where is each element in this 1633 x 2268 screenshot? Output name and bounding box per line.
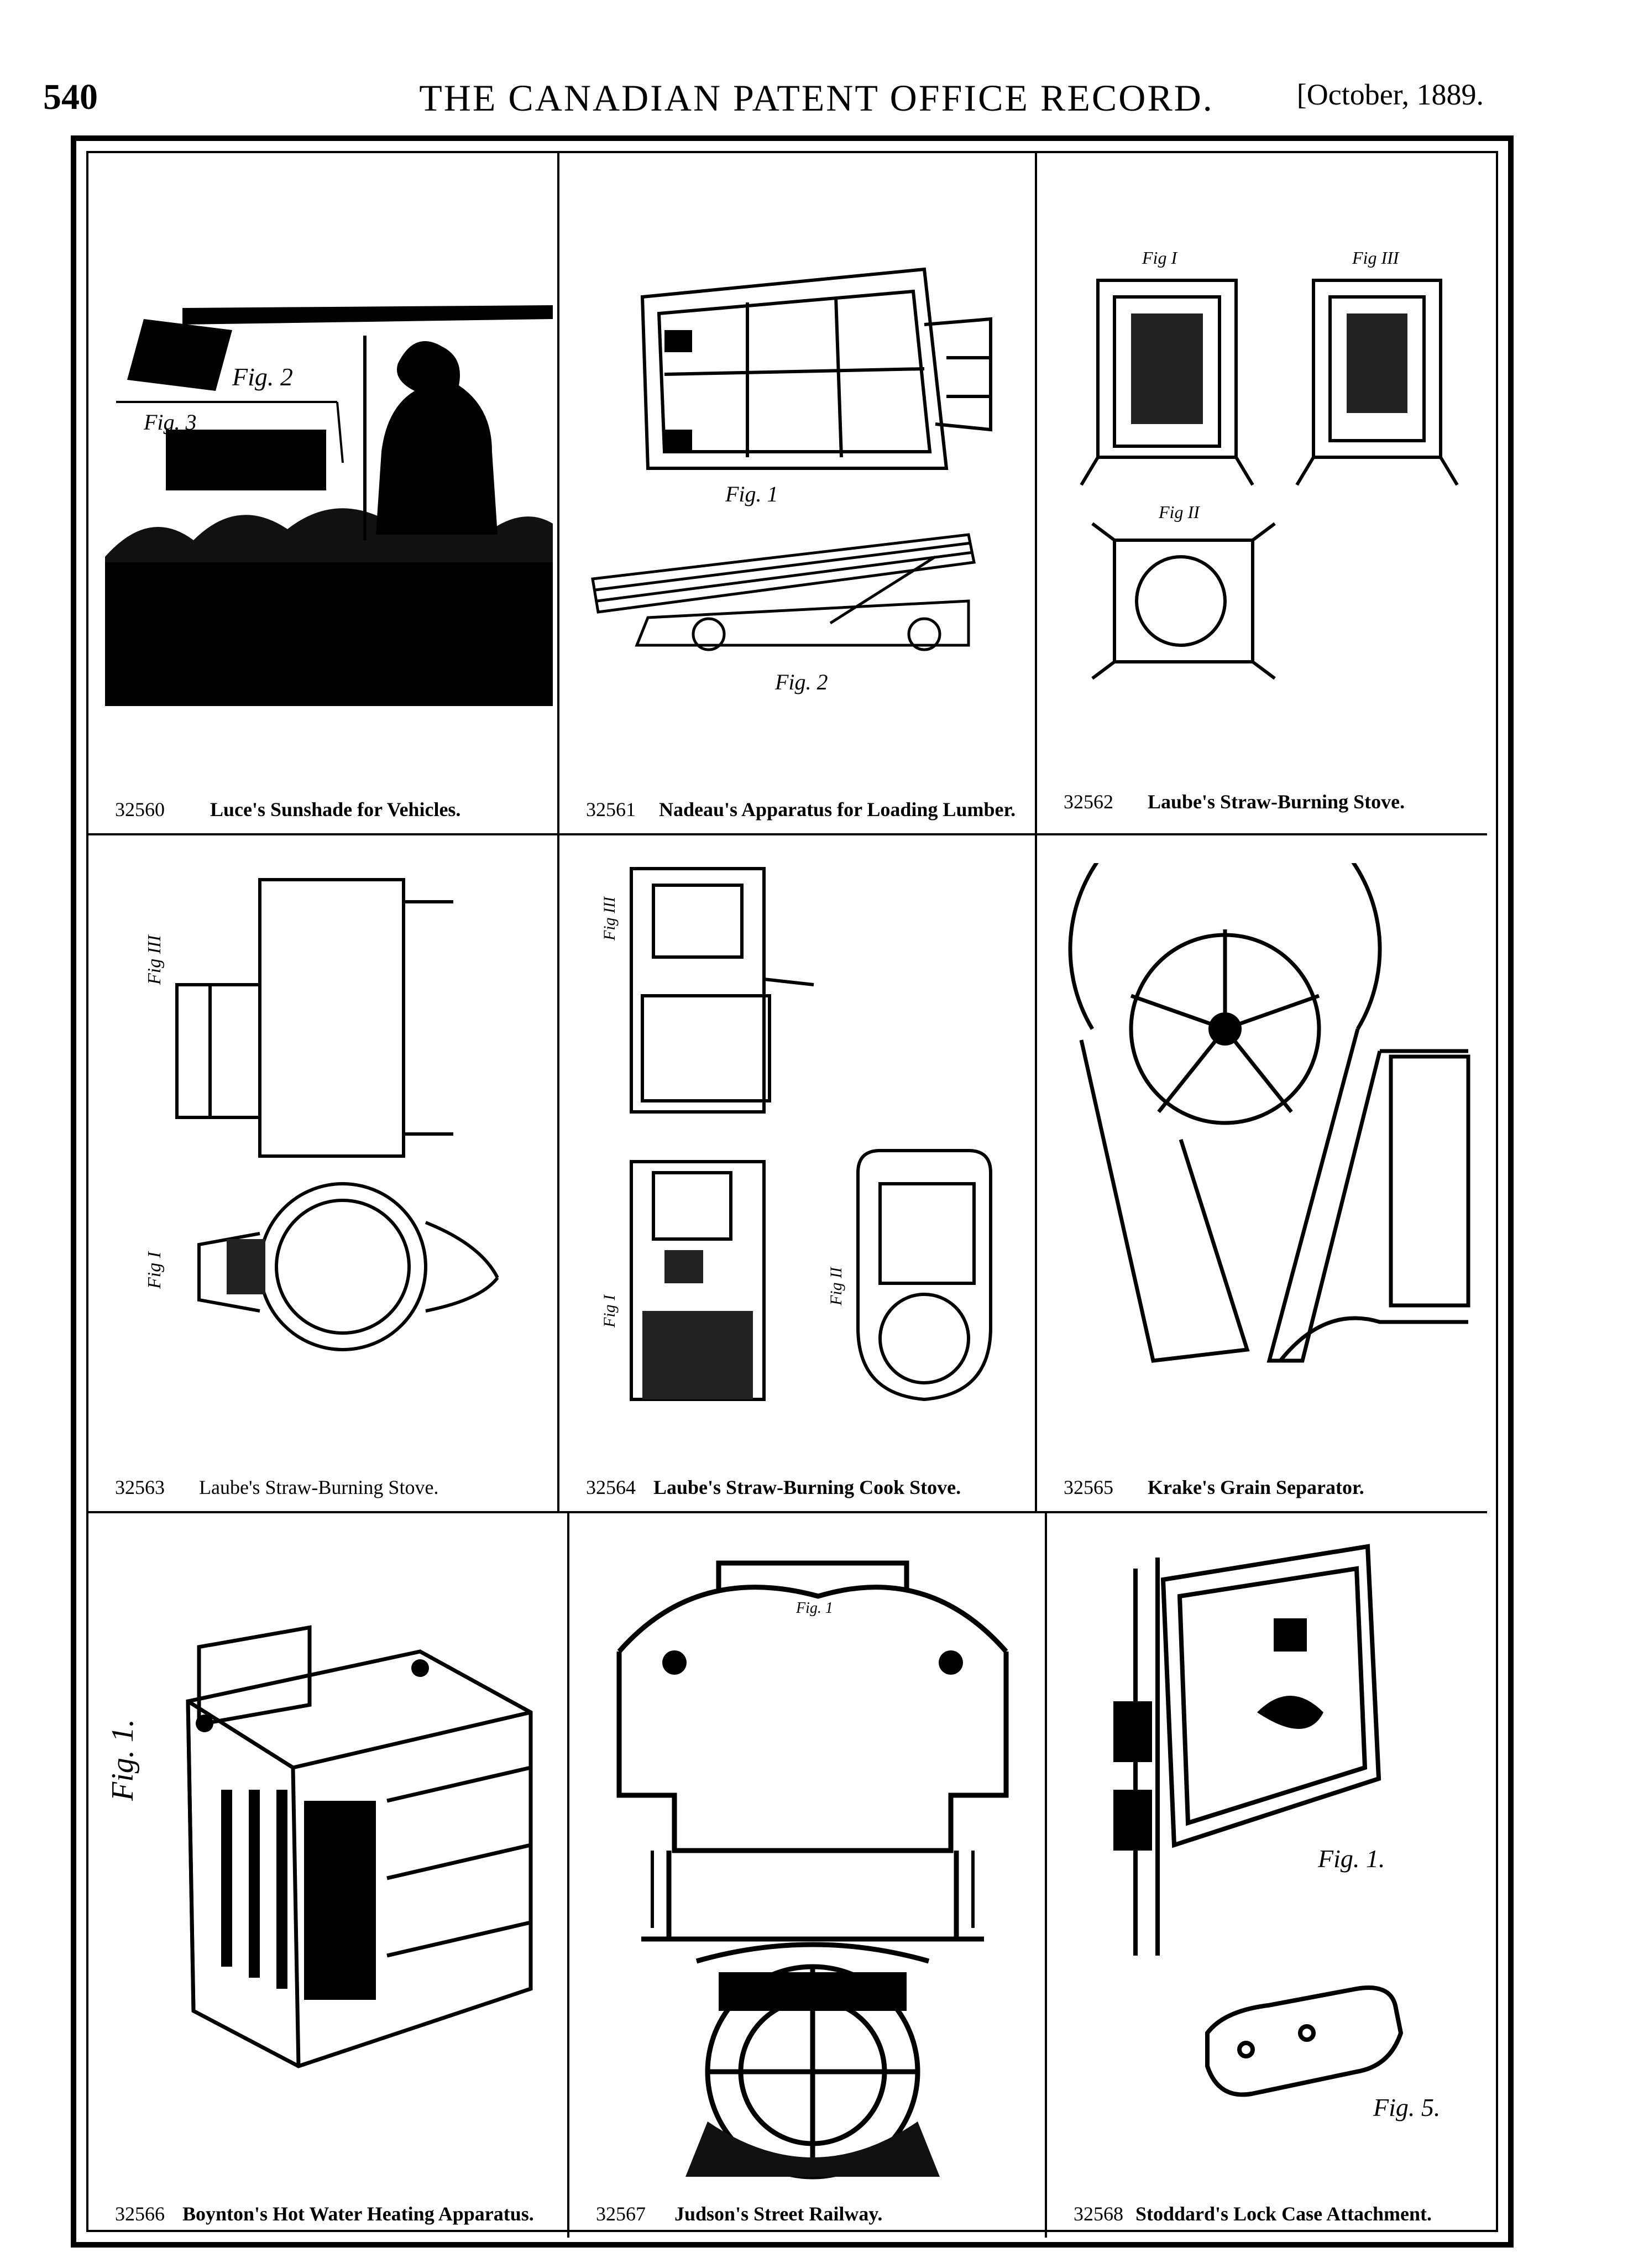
patent-number: 32563 xyxy=(115,1476,165,1498)
fig-label: Fig. 3 xyxy=(143,410,197,435)
patent-title: Krake's Grain Separator. xyxy=(1148,1476,1364,1498)
fig-label: Fig. 1 xyxy=(725,482,778,506)
patent-title: Laube's Straw-Burning Stove. xyxy=(1148,791,1405,813)
grid-divider xyxy=(88,1511,1487,1513)
patent-cell: 32565 Krake's Grain Separator. xyxy=(1037,835,1487,1511)
grid-divider xyxy=(88,833,1487,835)
patent-cell: Fig. 1. Fig. 5. 32568 Stoddard's Lock Ca… xyxy=(1047,1513,1487,2238)
patent-cell: Fig III Fig I Fig II 32564 Laube's Straw… xyxy=(559,835,1035,1511)
straw-stove-illustration: Fig I Fig III Fig II xyxy=(1080,248,1459,680)
fig-label: Fig II xyxy=(1158,502,1200,522)
straw-stove-illustration: Fig III Fig I xyxy=(144,878,499,1351)
lock-case-illustration: Fig. 1. Fig. 5. xyxy=(1113,1544,1440,2121)
patent-title: Judson's Street Railway. xyxy=(674,2203,883,2225)
grain-separator-illustration xyxy=(1068,863,1470,1363)
grid-divider xyxy=(1035,153,1037,833)
fig-label: Fig. 5. xyxy=(1373,2093,1440,2121)
patent-caption: 32565 Krake's Grain Separator. xyxy=(1037,1471,1487,1499)
cook-stove-illustration: Fig III Fig I Fig II xyxy=(600,867,992,1402)
patent-title: Stoddard's Lock Case Attachment. xyxy=(1135,2203,1432,2225)
fig-label: Fig. 1. xyxy=(111,1719,140,1801)
patent-caption: 32562 Laube's Straw-Burning Stove. xyxy=(1037,786,1487,813)
lumber-loader-illustration: Fig. 1 Fig. 2 xyxy=(591,267,992,694)
fig-label: Fig. 1. xyxy=(1317,1844,1385,1873)
patent-title: Laube's Straw-Burning Cook Stove. xyxy=(653,1476,961,1498)
patent-cell: Fig. 2 Fig. 3 32560 Luce's Sunshade for … xyxy=(88,153,557,833)
patent-title: Nadeau's Apparatus for Loading Lumber. xyxy=(659,798,1016,821)
patent-caption: 32564 Laube's Straw-Burning Cook Stove. xyxy=(559,1471,1035,1499)
grid-divider xyxy=(557,833,559,1511)
hot-water-heater-illustration: Fig. 1. xyxy=(111,1625,533,2068)
patent-number: 32564 xyxy=(586,1476,636,1498)
fig-label: Fig I xyxy=(144,1251,165,1289)
patent-title: Laube's Straw-Burning Stove. xyxy=(199,1476,439,1498)
grid-divider xyxy=(1045,1511,1047,2238)
fig-label: Fig II xyxy=(827,1266,845,1306)
patent-number: 32565 xyxy=(1064,1476,1113,1498)
patent-cell: Fig. 1 32567 Judson's Street Railway. xyxy=(569,1513,1045,2238)
fig-label: Fig I xyxy=(600,1294,619,1328)
patent-cell: Fig. 1. 32566 Boynton's Hot Water Heatin… xyxy=(88,1513,567,2238)
patent-number: 32566 xyxy=(115,2203,165,2225)
issue-date: [October, 1889. xyxy=(1296,78,1484,111)
street-railway-illustration: Fig. 1 xyxy=(616,1560,1009,2180)
fig-label: Fig. 1 xyxy=(795,1600,833,1617)
patent-caption: 32566 Boynton's Hot Water Heating Appara… xyxy=(88,2198,567,2225)
patent-cell: Fig III Fig I 32563 Laube's Straw-Burnin… xyxy=(88,835,557,1511)
patent-number: 32561 xyxy=(586,798,636,821)
patent-number: 32568 xyxy=(1074,2203,1123,2225)
fig-label: Fig III xyxy=(600,896,619,941)
fig-label: Fig. 2 xyxy=(774,670,828,694)
patent-title: Luce's Sunshade for Vehicles. xyxy=(210,798,461,821)
patent-cell: Fig I Fig III Fig II 32562 Laube's Straw… xyxy=(1037,153,1487,833)
patent-cell: Fig. 1 Fig. 2 32561 Nadeau's Apparatus f… xyxy=(559,153,1035,833)
patent-caption: 32568 Stoddard's Lock Case Attachment. xyxy=(1047,2198,1487,2225)
fig-label: Fig III xyxy=(144,934,165,985)
patent-plate-frame: Fig. 2 Fig. 3 32560 Luce's Sunshade for … xyxy=(71,135,1514,2248)
fig-label: Fig. 2 xyxy=(232,363,293,391)
grid-divider xyxy=(557,153,559,833)
patent-number: 32567 xyxy=(596,2203,646,2225)
fig-label: Fig III xyxy=(1352,248,1400,268)
journal-title: THE CANADIAN PATENT OFFICE RECORD. xyxy=(419,77,1214,119)
patent-caption: 32563 Laube's Straw-Burning Stove. xyxy=(88,1471,557,1499)
patent-grid: Fig. 2 Fig. 3 32560 Luce's Sunshade for … xyxy=(86,151,1498,2238)
page-number: 540 xyxy=(43,77,98,117)
patent-caption: 32560 Luce's Sunshade for Vehicles. xyxy=(88,793,557,821)
grid-divider xyxy=(567,1511,569,2238)
page-header: 540 THE CANADIAN PATENT OFFICE RECORD. [… xyxy=(0,0,1633,133)
grid-divider xyxy=(1035,833,1037,1511)
patent-caption: 32567 Judson's Street Railway. xyxy=(569,2198,1045,2225)
patent-number: 32560 xyxy=(115,798,165,821)
patent-number: 32562 xyxy=(1064,791,1113,813)
patent-caption: 32561 Nadeau's Apparatus for Loading Lum… xyxy=(559,793,1035,821)
sunshade-illustration: Fig. 2 Fig. 3 xyxy=(105,305,553,706)
patent-title: Boynton's Hot Water Heating Apparatus. xyxy=(182,2203,534,2225)
fig-label: Fig I xyxy=(1142,248,1177,268)
